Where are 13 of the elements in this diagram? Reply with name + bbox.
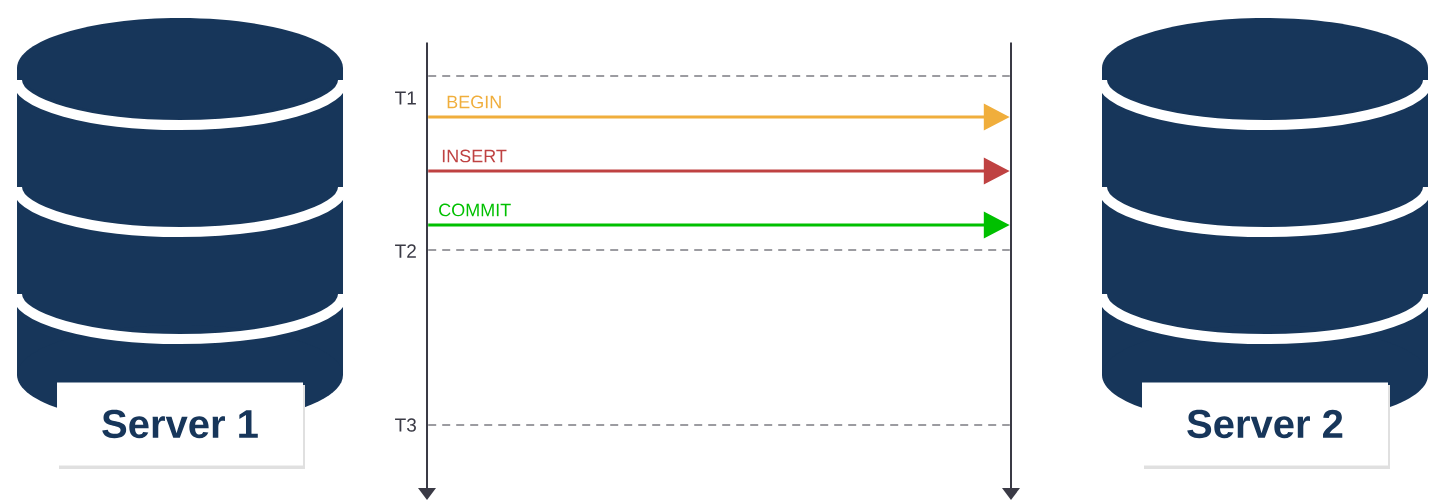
edge-label: INSERT <box>442 149 507 163</box>
time-marker-line <box>427 249 1011 251</box>
edge-label: BEGIN <box>447 95 501 109</box>
edge-label: COMMIT <box>439 203 511 217</box>
server-label-box: Server 1 <box>57 382 305 469</box>
time-label: T1 <box>395 91 416 105</box>
timeline-arrow <box>1002 42 1020 500</box>
time-label: T2 <box>395 244 416 258</box>
timeline-arrow <box>418 42 436 500</box>
time-marker-line <box>427 424 1011 426</box>
time-label: T3 <box>395 418 416 432</box>
time-marker-line <box>427 75 1011 77</box>
server-label-box: Server 2 <box>1142 382 1390 469</box>
